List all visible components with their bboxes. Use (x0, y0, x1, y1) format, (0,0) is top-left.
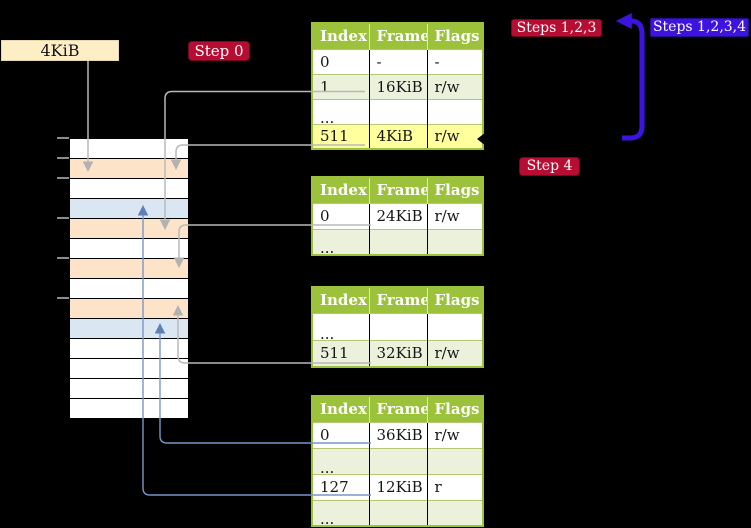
table-cell: ... (312, 499, 370, 526)
table-row: 511 32KiB r/w (312, 339, 483, 367)
table-cell: 127 (312, 473, 370, 500)
table-cell: 1 (312, 73, 370, 99)
table-cell: 4KiB (369, 123, 428, 149)
memory-cell (70, 339, 188, 359)
table-cell: ... (312, 447, 370, 474)
step0-badge: Step 0 (188, 41, 250, 61)
table-cell (427, 228, 483, 255)
table-cell: ... (312, 98, 370, 124)
memory-address-tick (57, 257, 69, 259)
column-header: Index (312, 23, 370, 49)
memory-cell (70, 139, 188, 159)
table-row: ... (312, 312, 483, 340)
steps-1234-badge: Steps 1,2,3,4 (650, 18, 749, 37)
table-cell: 511 (312, 123, 370, 149)
table-cell: 32KiB (369, 339, 428, 367)
table-cell: 0 (312, 202, 370, 229)
memory-cell (70, 319, 188, 339)
table-cell (427, 447, 483, 474)
memory-address-tick (57, 217, 69, 219)
table-row: ... (312, 447, 483, 474)
memory-address-tick (57, 177, 69, 179)
table-row: ... (312, 98, 483, 124)
column-header: Frame (369, 23, 428, 49)
memory-cell (70, 359, 188, 379)
memory-cell (70, 219, 188, 239)
table-cell: 12KiB (369, 473, 428, 500)
column-header: Flags (427, 23, 483, 49)
table-row: 0 36KiB r/w (312, 421, 483, 448)
table-cell: ... (312, 228, 370, 255)
table-header-row: Index Frame Flags (312, 287, 483, 313)
page-table-1: Index Frame Flags 0 - - 1 16KiB r/w ... … (311, 22, 484, 150)
table-cell: r/w (427, 123, 483, 149)
table-cell (369, 447, 428, 474)
memory-cell (70, 179, 188, 199)
table-cell: r/w (427, 421, 483, 448)
memory-cell (70, 239, 188, 259)
memory-cell (70, 399, 188, 419)
column-header: Flags (427, 177, 483, 203)
page-table-3: Index Frame Flags ... 511 32KiB r/w (311, 286, 484, 368)
table-cell (427, 98, 483, 124)
page-table-2: Index Frame Flags 0 24KiB r/w ... (311, 176, 484, 256)
steps-loop-arrow (615, 13, 645, 141)
table-cell: 0 (312, 421, 370, 448)
table-row: ... (312, 499, 483, 526)
table-header-row: Index Frame Flags (312, 177, 483, 203)
memory-cell (70, 379, 188, 399)
page-table-4: Index Frame Flags 0 36KiB r/w ... 127 12… (311, 395, 484, 527)
table-row: ... (312, 228, 483, 255)
frame-size-label: 4KiB (1, 40, 119, 61)
table-cell: 16KiB (369, 73, 428, 99)
column-header: Index (312, 287, 370, 313)
memory-cell (70, 159, 188, 179)
table-cell (369, 312, 428, 340)
table-row: 127 12KiB r (312, 473, 483, 500)
table-header-row: Index Frame Flags (312, 23, 483, 49)
table-cell: - (369, 48, 428, 74)
memory-cell (70, 259, 188, 279)
column-header: Frame (369, 396, 428, 422)
memory-address-tick (57, 137, 69, 139)
table-cell (369, 98, 428, 124)
step4-badge: Step 4 (519, 157, 580, 176)
table-cell (427, 312, 483, 340)
table-row-highlighted: 511 4KiB r/w (312, 123, 483, 149)
table-cell: r (427, 473, 483, 500)
column-header: Index (312, 396, 370, 422)
table-cell: 36KiB (369, 421, 428, 448)
table-cell: - (427, 48, 483, 74)
column-header: Flags (427, 287, 483, 313)
memory-cell (70, 199, 188, 219)
memory-cell (70, 299, 188, 319)
table-cell (369, 499, 428, 526)
table-cell (369, 228, 428, 255)
column-header: Frame (369, 287, 428, 313)
table-cell (427, 499, 483, 526)
column-header: Flags (427, 396, 483, 422)
column-header: Index (312, 177, 370, 203)
table-cell: 511 (312, 339, 370, 367)
table-cell: ... (312, 312, 370, 340)
table-row: 1 16KiB r/w (312, 73, 483, 99)
memory-address-tick (57, 297, 69, 299)
table-row: 0 - - (312, 48, 483, 74)
memory-cell (70, 279, 188, 299)
table-cell: r/w (427, 73, 483, 99)
table-cell: 0 (312, 48, 370, 74)
table-header-row: Index Frame Flags (312, 396, 483, 422)
column-header: Frame (369, 177, 428, 203)
table-cell: 24KiB (369, 202, 428, 229)
table-cell: r/w (427, 339, 483, 367)
table-cell: r/w (427, 202, 483, 229)
table-row: 0 24KiB r/w (312, 202, 483, 229)
physical-memory-strip (70, 138, 188, 419)
steps-123-badge: Steps 1,2,3 (511, 19, 602, 37)
memory-address-tick (57, 157, 69, 159)
